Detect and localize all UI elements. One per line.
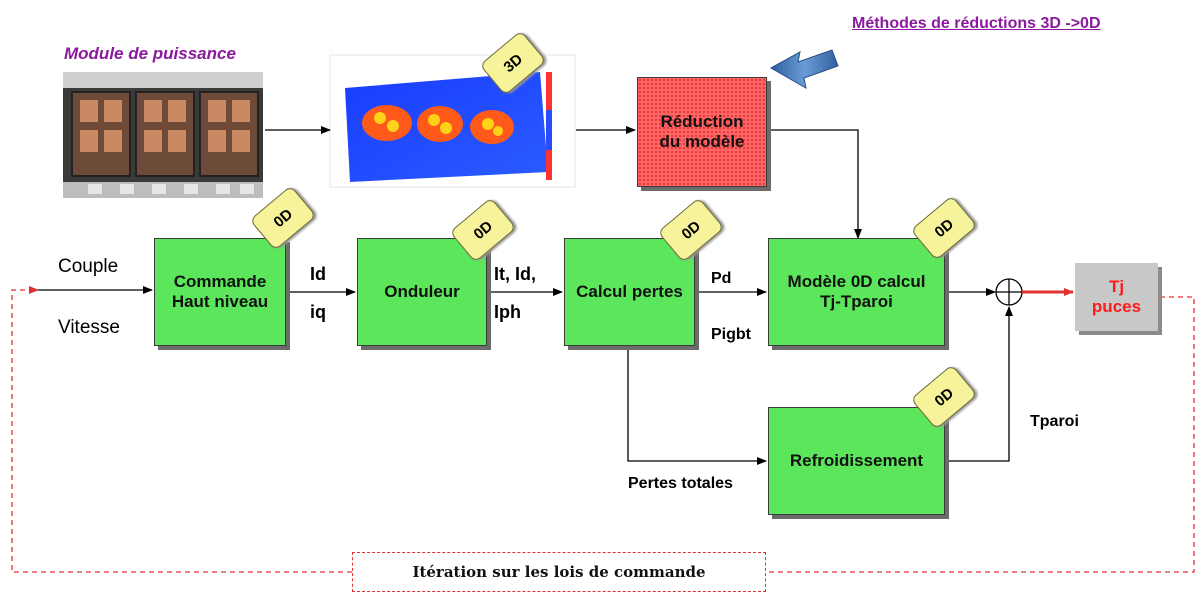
iteration-label-box: Itération sur les lois de commande [352, 552, 766, 592]
thermal-simulation-image [329, 54, 576, 188]
refroidissement-label: Refroidissement [789, 451, 924, 470]
refroidissement-block: Refroidissement [768, 407, 945, 515]
input-vitesse: Vitesse [58, 317, 120, 338]
modele-line1: Modèle 0D calcul [787, 272, 926, 291]
signal-iph: Iph [494, 302, 521, 322]
module-label: Module de puissance [64, 44, 236, 63]
power-module-photo [63, 72, 263, 198]
signal-iq: iq [310, 302, 326, 322]
methods-link[interactable]: Méthodes de réductions 3D ->0D [852, 15, 1101, 32]
reduction-line2: du modèle [659, 132, 745, 151]
signal-it-id: It, Id, [494, 264, 536, 284]
calcul-pertes-block: Calcul pertes [564, 238, 695, 346]
signal-pd: Pd [711, 270, 732, 287]
commande-line1: Commande [173, 272, 267, 291]
arrow-refroidissement-to-sum [947, 306, 1013, 462]
onduleur-block: Onduleur [357, 238, 487, 346]
modele-block: Modèle 0D calcul Tj-Tparoi [768, 238, 945, 346]
signal-pigbt: Pigbt [711, 326, 751, 343]
output-line2: puces [1091, 297, 1142, 316]
connectors [30, 126, 1013, 465]
arrow-calcul-to-refroidissement [627, 348, 767, 465]
modele-line2: Tj-Tparoi [820, 292, 893, 311]
commande-line2: Haut niveau [171, 292, 269, 311]
commande-block: Commande Haut niveau [154, 238, 286, 346]
calcul-pertes-label: Calcul pertes [576, 282, 683, 301]
iteration-label: Itération sur les lois de commande [412, 563, 706, 581]
reduction-block: Réduction du modèle [637, 77, 767, 187]
signal-tparoi: Tparoi [1030, 413, 1079, 430]
signal-pertes-totales: Pertes totales [628, 475, 733, 492]
reduction-line1: Réduction [660, 112, 744, 131]
output-block: Tj puces [1075, 263, 1158, 331]
input-couple: Couple [58, 256, 119, 277]
output-line1: Tj [1108, 277, 1125, 296]
arrow-reduction-to-modele [766, 129, 862, 239]
pointer-arrow-icon [769, 49, 839, 89]
feedback-loop [11, 286, 1195, 573]
onduleur-label: Onduleur [384, 282, 460, 301]
signal-id: Id [310, 264, 326, 284]
